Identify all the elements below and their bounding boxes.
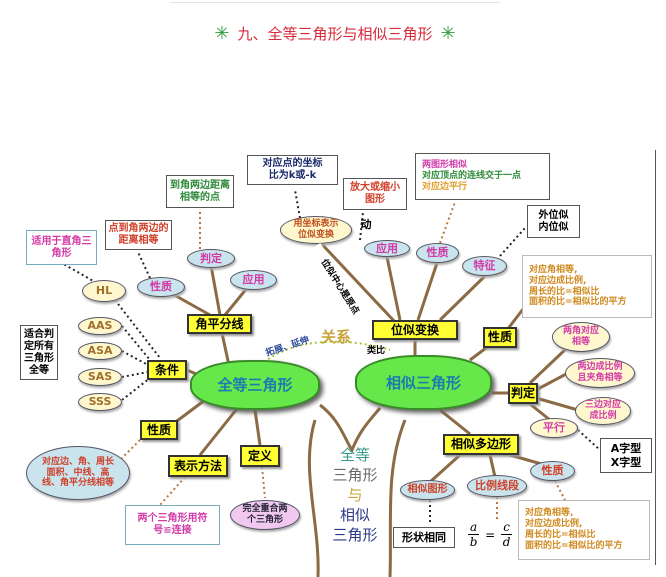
center-line: 三角形 (332, 466, 378, 484)
bisector-apply-node: 应用 (230, 270, 277, 290)
criteria-note-box: 适合判定所有三角形全等 (20, 325, 58, 380)
note-line: 对应角相等, (525, 508, 574, 519)
note-line: 两图形相似 (422, 160, 468, 171)
homothety-box: 位似变换 (372, 320, 458, 340)
center-line: 相似 (339, 506, 370, 524)
judge-item-sas: 两边成比例且夹角相等 (565, 358, 635, 388)
denominator: b (469, 535, 478, 549)
right-border (655, 150, 656, 565)
homothety-property-node: 性质 (416, 243, 459, 263)
polygon-property-note: 对应角相等, 对应边成比例, 周长的比=相似比 面积的比=相似比的平方 (518, 500, 650, 560)
center-line: 与 (347, 486, 363, 504)
top-divider (170, 2, 500, 3)
bisector-property-note: 点到角两边的距离相等 (105, 220, 172, 250)
conditions-box: 条件 (147, 360, 187, 380)
coord-note-box: 对应点的坐标比为k或-k (247, 155, 338, 185)
criterion-aas: AAS (78, 317, 122, 335)
parallel-note-box: A字型 X字型 (600, 438, 652, 473)
note-line: 周长的比=相似比 (529, 286, 600, 297)
angle-bisector-box: 角平分线 (187, 314, 252, 334)
feature-note-box: 外位似 内位似 (527, 205, 580, 238)
bisector-judge-note: 到角两边距离相等的点 (166, 175, 234, 208)
ratio-segment-node: 比例线段 (467, 475, 527, 497)
similar-property-note: 对应角相等, 对应边成比例, 周长的比=相似比 面积的比=相似比的平方 (522, 255, 652, 318)
center-title: 全等 三角形 与 相似 三角形 (325, 445, 385, 545)
homothety-property-note: 两图形相似 对应顶点的连线交于一点 对应边平行 (415, 153, 550, 200)
feature-node: 特征 (462, 256, 507, 276)
judge-item-two-angles: 两角对应相等 (552, 322, 610, 352)
similar-figure-node: 相似图形 (400, 480, 455, 500)
definition-note: 完全重合两个三角形 (230, 500, 300, 530)
hl-node: HL (82, 280, 126, 302)
note-line: 对应边成比例, (529, 275, 587, 286)
note-line: 对应边成比例, (525, 519, 583, 530)
relation-label: 关系 (320, 328, 351, 346)
similar-apply-node: 应用 (364, 240, 410, 257)
polygon-property-node: 性质 (530, 461, 575, 481)
numerator: c (501, 520, 512, 535)
bisector-judge-node: 判定 (187, 249, 235, 268)
note-line: 周长的比=相似比 (525, 530, 596, 540)
congruent-property-box: 性质 (140, 420, 178, 440)
equals-sign: = (485, 527, 496, 542)
title-bar: ✳ 九、全等三角形与相似三角形 ✳ (205, 20, 465, 46)
note-line: 对应角相等, (529, 264, 578, 275)
hl-note-box: 适用于直角三角形 (26, 230, 97, 265)
denominator: d (502, 535, 511, 549)
notation-box: 表示方法 (168, 455, 228, 477)
note-line: 面积的比=相似比的平方 (529, 297, 627, 308)
page-title: 九、全等三角形与相似三角形 (237, 24, 433, 43)
judge-item-sss: 三边对应成比例 (575, 397, 631, 425)
criterion-sas: SAS (78, 368, 122, 386)
center-line: 全等 (339, 446, 370, 464)
center-line: 三角形 (332, 526, 378, 544)
numerator: a (468, 520, 480, 535)
criterion-asa: ASA (78, 342, 122, 360)
similar-property-box: 性质 (483, 327, 517, 348)
sparkle-icon: ✳ (440, 22, 456, 44)
bisector-property-node: 性质 (137, 277, 185, 297)
criterion-sss: SSS (78, 393, 122, 411)
similar-polygon-box: 相似多边形 (443, 434, 519, 455)
similar-cloud: 相似三角形 (355, 355, 492, 410)
note-line: 对应边平行 (422, 181, 468, 192)
apply-note-box: 放大或缩小图形 (343, 178, 407, 210)
congruent-cloud: 全等三角形 (190, 360, 320, 410)
note-line: 面积的比=相似比的平方 (525, 540, 623, 551)
coord-node: 用坐标表示位似变换 (280, 216, 352, 244)
congruent-property-note: 对应边、角、周长面积、中线、高线、角平分线相等 (26, 446, 130, 500)
definition-box: 定义 (240, 445, 280, 467)
moving-label: 动 (360, 218, 372, 232)
shape-same-box: 形状相同 (393, 527, 455, 548)
sparkle-icon: ✳ (214, 22, 230, 44)
note-line: 对应顶点的连线交于一点 (422, 171, 522, 182)
similar-judge-box: 判定 (508, 383, 538, 404)
parallel-node: 平行 (530, 418, 578, 438)
notation-note: 两个三角形用符号≌连接 (125, 505, 220, 545)
analogy-label: 类比 (366, 345, 385, 356)
